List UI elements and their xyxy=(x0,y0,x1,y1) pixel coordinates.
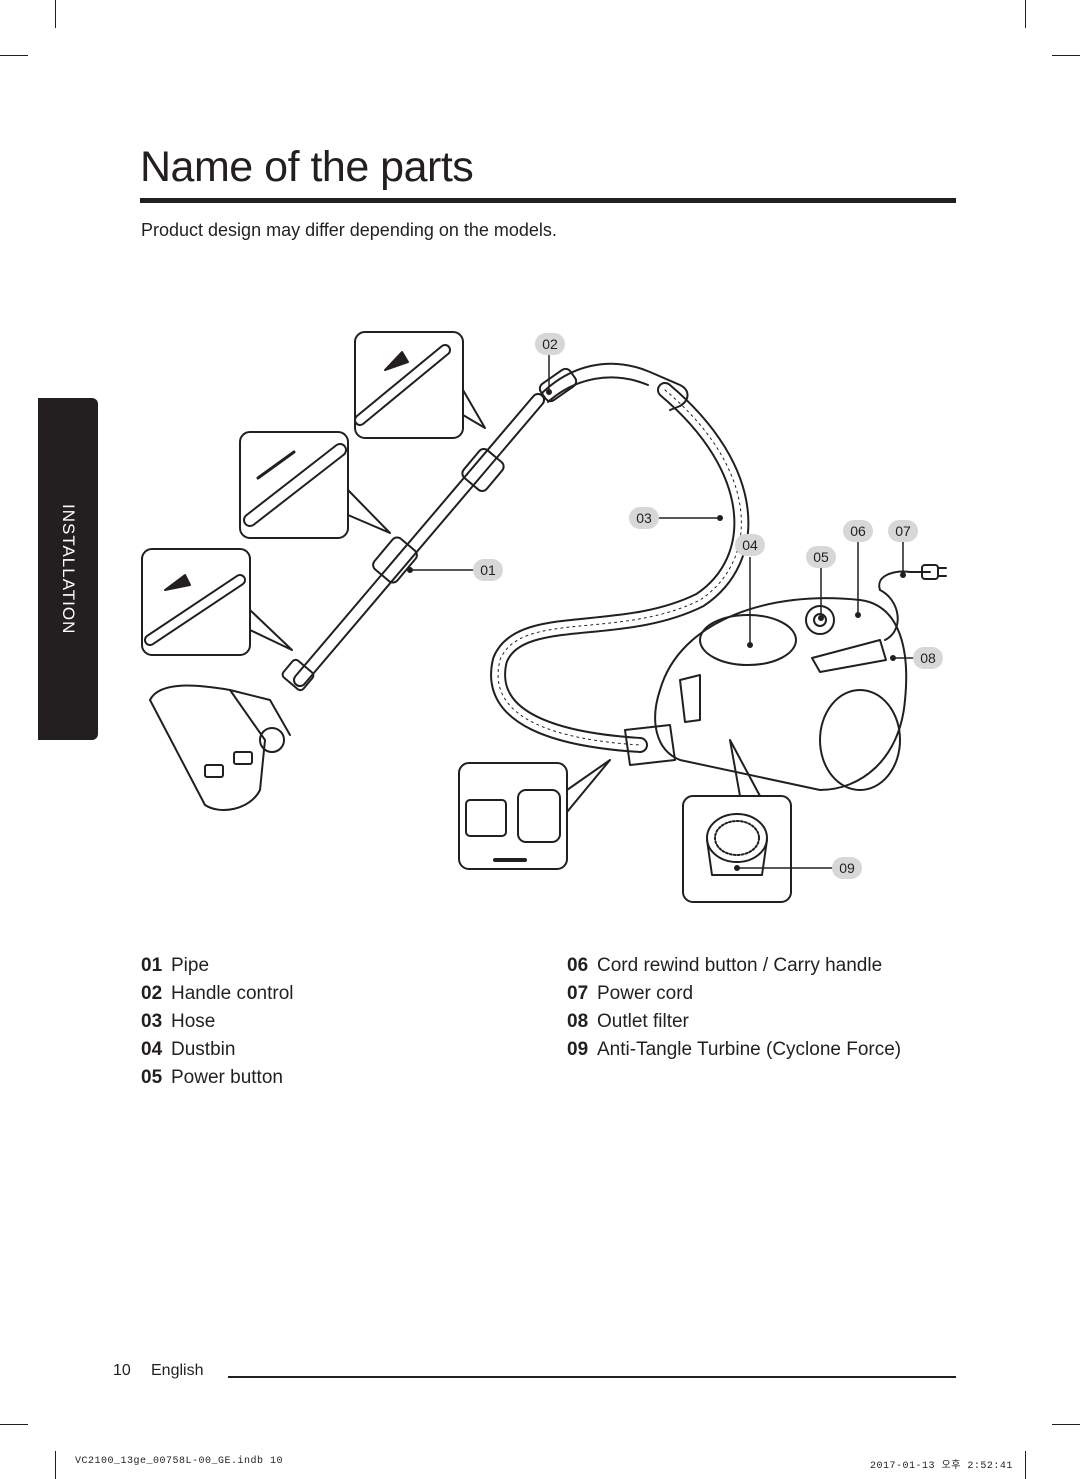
inset-hose-connection xyxy=(458,762,568,870)
crop-mark xyxy=(1052,1424,1080,1425)
svg-text:07: 07 xyxy=(895,523,911,539)
svg-text:04: 04 xyxy=(742,537,758,553)
section-tab: INSTALLATION xyxy=(38,398,98,740)
callout-07: 07 xyxy=(888,520,918,542)
page-number: 10 xyxy=(113,1362,131,1379)
vacuum-diagram: 02 01 03 04 05 06 07 08 09 xyxy=(141,331,947,903)
inset-pipe-length xyxy=(239,431,349,539)
svg-text:09: 09 xyxy=(839,860,855,876)
print-slug-file: VC2100_13ge_00758L-00_GE.indb 10 xyxy=(75,1456,284,1467)
callout-09: 09 xyxy=(832,857,862,879)
crop-mark xyxy=(1025,1451,1026,1479)
nozzle xyxy=(149,684,266,811)
callout-05: 05 xyxy=(806,546,836,568)
cleaner-body xyxy=(654,597,908,791)
callout-06: 06 xyxy=(843,520,873,542)
crop-mark xyxy=(0,55,28,56)
svg-text:08: 08 xyxy=(920,650,936,666)
crop-mark xyxy=(55,1451,56,1479)
inset-nozzle-connection xyxy=(141,548,251,656)
crop-mark xyxy=(0,1424,28,1425)
title-rule xyxy=(140,198,956,203)
svg-text:02: 02 xyxy=(542,336,558,352)
svg-text:03: 03 xyxy=(636,510,652,526)
callout-02: 02 xyxy=(535,333,565,355)
svg-text:05: 05 xyxy=(813,549,829,565)
svg-text:06: 06 xyxy=(850,523,866,539)
subtitle: Product design may differ depending on t… xyxy=(141,220,557,240)
footer-language: English xyxy=(151,1362,204,1379)
crop-mark xyxy=(1052,55,1080,56)
handle xyxy=(539,362,689,411)
callout-08: 08 xyxy=(913,647,943,669)
section-tab-label: INSTALLATION xyxy=(59,503,78,635)
footer-rule xyxy=(228,1376,956,1378)
print-slug-date: 2017-01-13 오후 2:52:41 xyxy=(870,1461,1013,1472)
crop-mark xyxy=(55,0,56,28)
inset-handle-control xyxy=(354,331,464,439)
crop-mark xyxy=(1025,0,1026,28)
power-cord xyxy=(878,570,931,641)
hose xyxy=(490,382,750,753)
callout-01: 01 xyxy=(473,559,503,581)
svg-text:01: 01 xyxy=(480,562,496,578)
page-title: Name of the parts xyxy=(140,143,474,191)
callout-03: 03 xyxy=(629,507,659,529)
callout-04: 04 xyxy=(735,534,765,556)
inset-turbine xyxy=(682,795,792,903)
